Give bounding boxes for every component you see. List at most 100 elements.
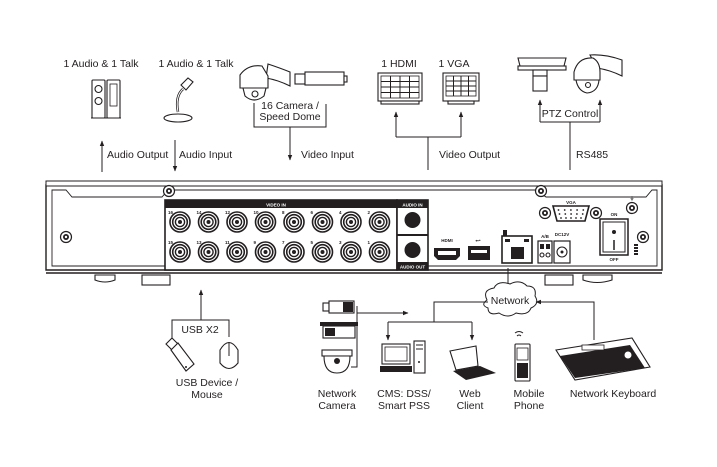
- bnc-channel-number: 14: [197, 210, 203, 215]
- bnc-connector: [283, 211, 305, 233]
- web-client-label-line2: Client: [457, 400, 484, 412]
- cameras-label-line2: Speed Dome: [259, 111, 320, 123]
- bnc-channel-number: 3: [339, 240, 342, 245]
- video-input-label: Video Input: [301, 149, 354, 161]
- video-output-label: Video Output: [439, 149, 500, 161]
- ethernet-port: [501, 230, 533, 264]
- rs485-port: A/B: [537, 234, 553, 264]
- network-camera-device: Network Camera: [318, 300, 358, 412]
- bnc-connector: [169, 211, 191, 233]
- network-keyboard-device: Network Keyboard: [555, 337, 657, 400]
- vga-port-label: VGA: [566, 200, 577, 205]
- bnc-connector: [254, 241, 277, 263]
- usb-icon: ⭠•: [475, 238, 481, 243]
- ptz-camera-icon: [517, 57, 567, 92]
- microphone-device: 1 Audio & 1 Talk Audio Input: [158, 58, 234, 172]
- bnc-channel-number: 1: [368, 240, 371, 245]
- hdmi-port: HDMI: [434, 238, 460, 260]
- microphone-icon: [163, 77, 194, 123]
- desktop-computer-icon: [380, 340, 426, 374]
- bnc-channel-number: 4: [339, 210, 342, 215]
- web-client-device: Web Client: [449, 345, 496, 412]
- dome-camera-icon: [321, 349, 353, 374]
- bnc-channel-number: 6: [311, 210, 314, 215]
- bnc-channel-number: 16: [168, 210, 174, 215]
- usb-label-line1: USB Device /: [176, 377, 239, 389]
- bnc-connector: [226, 211, 248, 233]
- usb-stick-icon: [165, 337, 195, 372]
- bnc-connector: [197, 211, 220, 233]
- bnc-connector: [368, 211, 391, 233]
- network-camera-label-line1: Network: [318, 388, 357, 400]
- screw-icon: [534, 184, 548, 198]
- network-label: Network: [491, 295, 530, 307]
- switch-off-label: OFF: [610, 257, 619, 262]
- audio-block: AUDIO IN AUDIO OUT: [396, 199, 429, 271]
- rs485-label: RS485: [576, 149, 608, 161]
- cms-label-line2: Smart PSS: [378, 400, 430, 412]
- mobile-phone-device: Mobile Phone: [514, 331, 545, 412]
- network-keyboard-label: Network Keyboard: [570, 388, 657, 400]
- ground-screw-icon: [625, 201, 639, 215]
- audio-input-label: Audio Input: [179, 149, 232, 161]
- video-in-label: VIDEO IN: [266, 203, 286, 208]
- audio-in-label: AUDIO IN: [402, 203, 422, 208]
- bnc-connector: [340, 211, 362, 233]
- ground-icon: ⏚: [630, 195, 635, 202]
- usb-port: ⭠•: [468, 238, 490, 260]
- usb-devices: USB X2 USB Device / Mouse: [165, 289, 239, 401]
- ptz-control-label: PTZ Control: [542, 108, 599, 120]
- bnc-connector: [226, 241, 248, 263]
- bullet-camera-icon: [322, 300, 355, 314]
- usb-label-line2: Mouse: [191, 389, 223, 401]
- power-input-label: DC12V: [555, 232, 570, 237]
- audio-out-label: AUDIO OUT: [400, 265, 426, 270]
- bnc-connector: [340, 241, 362, 263]
- network-cloud: Network: [483, 268, 538, 317]
- cameras-device: 16 Camera / Speed Dome Video Input: [239, 63, 354, 161]
- bnc-channel-number: 2: [368, 210, 371, 215]
- network-lines: [351, 299, 595, 368]
- audio-out-port: [404, 242, 421, 258]
- bnc-channel-number: 11: [225, 240, 230, 245]
- speakers-label: 1 Audio & 1 Talk: [63, 58, 139, 70]
- network-camera-label-line2: Camera: [318, 400, 356, 412]
- speaker-icon: [91, 79, 121, 119]
- vga-monitor-icon: [442, 72, 480, 105]
- hdmi-port-label: HDMI: [441, 238, 453, 243]
- bnc-channel-number: 7: [282, 240, 285, 245]
- foot: [582, 274, 613, 284]
- box-network-camera-icon: [320, 322, 358, 339]
- bnc-connector: [254, 211, 277, 233]
- vga-port: VGA: [538, 200, 603, 222]
- screw-icon: [59, 230, 73, 244]
- hdmi-monitor-icon: [377, 72, 423, 105]
- speed-dome-icon: [239, 63, 291, 101]
- bnc-channel-number: 13: [197, 240, 203, 245]
- bnc-connector: [283, 241, 305, 263]
- bnc-channel-number: 5: [311, 240, 314, 245]
- ptz-device: PTZ Control RS485: [517, 54, 623, 170]
- vga-monitor-label: 1 VGA: [439, 58, 470, 70]
- vent-icon: [634, 244, 638, 255]
- bnc-connector: [197, 241, 220, 263]
- bnc-connector: [169, 241, 191, 263]
- laptop-icon: [449, 345, 496, 380]
- foot: [94, 274, 116, 283]
- mobile-phone-label-line2: Phone: [514, 400, 545, 412]
- mouse-icon: [219, 341, 239, 370]
- network-keyboard-icon: [555, 337, 651, 381]
- power-input-port: DC12V: [553, 232, 571, 264]
- ptz-dome-icon: [573, 54, 623, 94]
- screw-icon: [162, 184, 176, 198]
- power-switch: ON OFF: [599, 212, 629, 262]
- audio-output-label: Audio Output: [107, 149, 168, 161]
- switch-on-label: ON: [611, 212, 618, 217]
- foot: [544, 274, 574, 286]
- bnc-connector: [311, 211, 334, 233]
